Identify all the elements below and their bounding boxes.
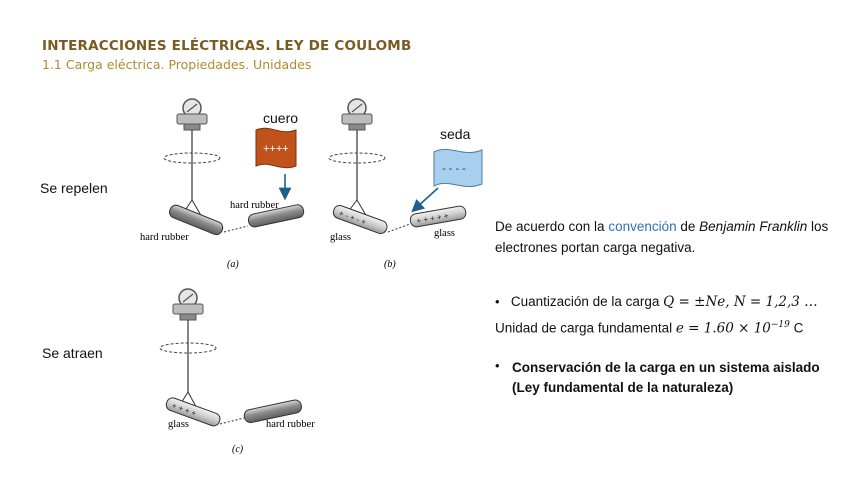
held-rod-b: + + + + + [409,205,467,228]
held-rod-c [243,399,302,424]
franklin-pre: De acuerdo con la [495,219,609,234]
silk-charges: - - - - [442,163,466,175]
force-arrow [387,223,411,233]
quantization-bullet: • Cuantización de la carga Q = ±Ne, N = … [495,294,818,310]
support-clamp-icon [176,98,208,131]
label-hard-rubber-hanging: hard rubber [140,232,189,243]
caption-c: (c) [232,444,244,455]
rotation-indicator-icon [163,152,221,164]
label-glass-c: glass [168,419,189,430]
leather-charges: ++++ [263,143,289,155]
panel-b: + - + - + + + + + + glass glass (b) - - … [328,98,483,270]
unit-exponent: −19 [770,320,790,330]
transfer-arrow-icon [411,187,439,213]
force-arrow [219,417,245,425]
label-cuero: cuero [263,110,299,126]
page-subtitle: 1.1 Carga eléctrica. Propiedades. Unidad… [42,57,312,72]
panel-c: + + + + glass hard rubber (c) [159,288,315,455]
label-attract: Se atraen [42,345,103,361]
unit-symbol: C [789,320,804,336]
unit-label: Unidad de carga fundamental [495,320,676,336]
panel-a: hard rubber hard rubber (a) ++++ [140,98,305,270]
franklin-convention-text: De acuerdo con la convención de Benjamin… [495,216,835,258]
rotation-indicator-icon [159,342,217,354]
caption-a: (a) [227,259,239,270]
rotation-indicator-icon [328,152,386,164]
caption-b: (b) [384,259,396,270]
electrostatics-figure: hard rubber hard rubber (a) ++++ + - + -… [140,98,483,455]
force-arrow [223,225,249,233]
bullet-dot: • [495,294,500,309]
silk-cloth-icon [433,148,483,188]
hanging-rod-b: + - + - + [332,205,388,235]
label-hard-rubber-held: hard rubber [230,200,279,211]
label-glass-hanging: glass [330,232,351,243]
bullet-dot: • [495,358,500,373]
label-repel: Se repelen [40,180,108,196]
convention-link[interactable]: convención [608,219,677,234]
quantization-formula: Q = ±Ne, N = 1,2,3 … [663,294,818,310]
franklin-post: los electrones portan carga negativa. [495,219,829,255]
unit-formula: e = 1.60 × 10 [675,320,771,337]
hanging-rod-a [169,204,224,236]
franklin-name: Benjamin Franklin [699,219,808,234]
support-clamp-icon [341,98,373,131]
quantization-label: Cuantización de la carga [510,294,664,309]
conservation-text: Conservación de la carga en un sistema a… [512,360,820,395]
label-hard-rubber-c: hard rubber [266,419,315,430]
leather-cloth-icon [255,127,297,169]
fundamental-charge-line: Unidad de carga fundamental e = 1.60 × 1… [495,320,803,337]
label-seda: seda [440,126,471,142]
support-clamp-icon [172,288,204,321]
franklin-mid: de [676,219,700,234]
page-title: INTERACCIONES ELÉCTRICAS. LEY DE COULOMB [42,38,412,54]
held-rod-a [247,204,305,228]
label-glass-held: glass [434,228,455,239]
